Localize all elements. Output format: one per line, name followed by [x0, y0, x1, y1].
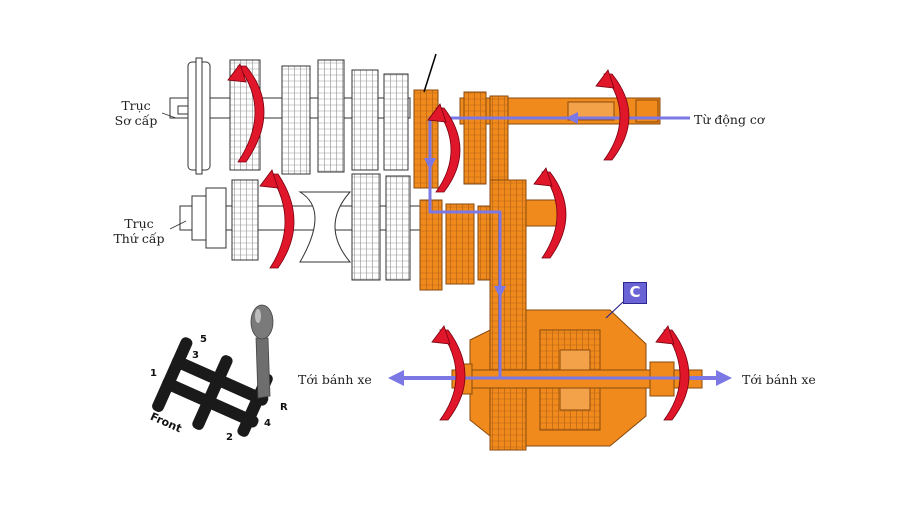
wheel-arrow-left-icon — [388, 370, 404, 386]
flow-arrow-down-icon — [424, 158, 436, 170]
gear-shifter: 1 2 3 4 5 R Front — [148, 304, 288, 443]
secondary-shaft-label-line1: Trục — [124, 216, 154, 231]
flow-arrow-down-icon-2 — [494, 286, 506, 298]
power-flow — [428, 116, 690, 380]
secondary-shaft — [179, 173, 421, 281]
to-wheel-left-label: Tới bánh xe — [298, 372, 372, 387]
from-engine-label: Từ động cơ — [694, 112, 765, 127]
primary-shaft-leader — [161, 112, 177, 119]
shifter-front-label: Front — [148, 410, 183, 435]
active-gear-input — [413, 89, 439, 189]
rotation-arrows — [227, 63, 690, 421]
power-flow-path — [428, 116, 690, 380]
to-wheel-right-label: Tới bánh xe — [742, 372, 816, 387]
primary-gear-5 — [351, 69, 379, 171]
gear-pos-3: 3 — [192, 350, 199, 361]
wheel-arrow-right-icon — [716, 370, 732, 386]
gear-pos-4: 4 — [264, 418, 271, 429]
gear-pos-2: 2 — [226, 432, 233, 443]
shift-knob-icon — [250, 304, 274, 340]
gear-pos-1: 1 — [150, 368, 157, 379]
power-flow-arrows — [388, 112, 732, 386]
primary-gear-3 — [281, 65, 311, 175]
leader-line — [423, 53, 437, 93]
primary-shaft — [169, 57, 411, 175]
gear-pos-5: 5 — [200, 334, 207, 345]
primary-gear-4 — [317, 59, 345, 173]
shift-lever-icon — [255, 337, 271, 399]
gear-pos-r: R — [280, 402, 288, 413]
primary-shaft-label-line1: Trục — [121, 98, 151, 113]
primary-shaft-label-line2: Sơ cấp — [114, 113, 158, 128]
secondary-gear-3 — [385, 175, 411, 281]
secondary-gear-2 — [351, 173, 381, 281]
rotation-arrow-icon — [237, 65, 265, 163]
secondary-shaft-label-line2: Thứ cấp — [113, 231, 165, 246]
secondary-shaft-label: Trục Thứ cấp — [108, 216, 170, 246]
secondary-gear-1 — [231, 179, 259, 261]
shift-gate-icon — [152, 337, 273, 437]
differential-badge: C — [623, 282, 647, 304]
badge-leader — [605, 301, 624, 319]
secondary-shaft-leader — [169, 220, 187, 230]
primary-shaft-label: Trục Sơ cấp — [108, 98, 164, 128]
final-drive-gear — [489, 179, 527, 451]
primary-gear-6 — [383, 73, 409, 171]
flow-arrow-left-icon — [566, 112, 578, 124]
